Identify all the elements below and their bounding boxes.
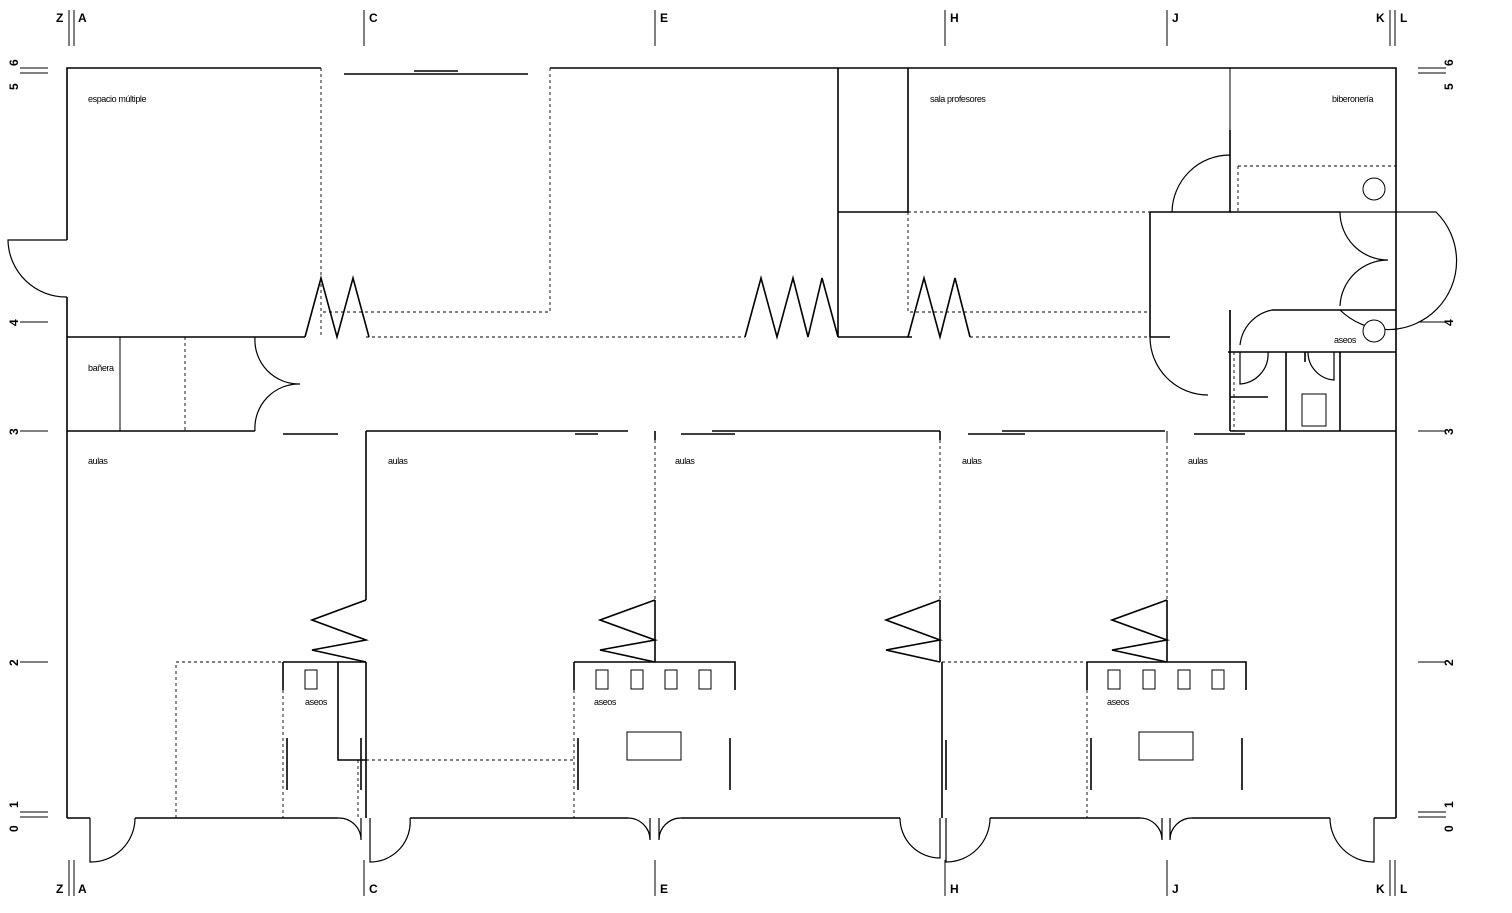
grid-col-label-c-bottom: C bbox=[369, 882, 378, 896]
grid-row-label-1-right: 1 bbox=[1442, 801, 1456, 808]
grid-col-label-k-bottom: K bbox=[1376, 882, 1385, 896]
grid-row-label-3-right: 3 bbox=[1442, 428, 1456, 435]
room-label-aulas-4: aulas bbox=[962, 456, 982, 466]
grid-row-label-3-left: 3 bbox=[7, 428, 21, 435]
grid-col-label-l-top: L bbox=[1400, 11, 1407, 25]
sink-aseos-top bbox=[1362, 319, 1386, 343]
grid-col-label-l-bottom: L bbox=[1400, 882, 1407, 896]
interior-walls bbox=[67, 68, 1396, 818]
room-label-aseos-1: aseos bbox=[305, 697, 328, 707]
room-label-aseos-3: aseos bbox=[1107, 697, 1130, 707]
grid-row-label-5-left: 5 bbox=[7, 83, 21, 90]
room-label-aulas-1: aulas bbox=[88, 456, 108, 466]
room-label-aseos-top: aseos bbox=[1334, 335, 1357, 345]
grid-col-label-j-bottom: J bbox=[1172, 882, 1179, 896]
grid-col-label-a-bottom: A bbox=[78, 882, 87, 896]
grid-row-label-0-left: 0 bbox=[7, 825, 21, 832]
dashed-overhead-lines bbox=[175, 68, 1396, 818]
room-label-espacio-multiple: espacio múltiple bbox=[88, 94, 147, 104]
grid-row-label-4-left: 4 bbox=[7, 319, 21, 326]
room-label-sala-profesores: sala profesores bbox=[930, 94, 986, 104]
grid-col-label-c-top: C bbox=[369, 11, 378, 25]
grid-col-label-h-top: H bbox=[950, 11, 959, 25]
room-label-aseos-2: aseos bbox=[594, 697, 617, 707]
grid-row-label-2-left: 2 bbox=[7, 659, 21, 666]
door-swings bbox=[7, 154, 1458, 863]
room-label-aulas-5: aulas bbox=[1188, 456, 1208, 466]
grid-col-label-e-top: E bbox=[660, 11, 668, 25]
folding-partitions bbox=[304, 274, 1171, 663]
thin-partitions bbox=[119, 68, 1231, 440]
grid-col-label-z-bottom: Z bbox=[56, 882, 63, 896]
grid-col-label-a-top: A bbox=[78, 11, 87, 25]
room-label-aulas-3: aulas bbox=[675, 456, 695, 466]
grid-row-label-5-right: 5 bbox=[1442, 83, 1456, 90]
grid-row-label-6-left: 6 bbox=[7, 59, 21, 66]
exterior-walls bbox=[66, 67, 1397, 819]
grid-col-label-z-top: Z bbox=[56, 11, 63, 25]
grid-row-label-1-left: 1 bbox=[7, 801, 21, 808]
grid-row-label-6-right: 6 bbox=[1442, 59, 1456, 66]
room-label-aulas-2: aulas bbox=[388, 456, 408, 466]
sink-biberoneria bbox=[1362, 177, 1386, 201]
sink-fixtures bbox=[1301, 177, 1386, 427]
grid-col-label-h-bottom: H bbox=[950, 882, 959, 896]
toilet-fixtures bbox=[304, 669, 1225, 761]
grid-row-label-2-right: 2 bbox=[1442, 659, 1456, 666]
grid-col-label-k-top: K bbox=[1376, 11, 1385, 25]
room-label-biberoneria: biberonería bbox=[1332, 94, 1374, 104]
grid-row-label-0-right: 0 bbox=[1442, 825, 1456, 832]
grid-col-label-e-bottom: E bbox=[660, 882, 668, 896]
room-label-banera: bañera bbox=[88, 363, 114, 373]
grid-axis-marks bbox=[20, 10, 1446, 896]
grid-row-label-4-right: 4 bbox=[1442, 319, 1456, 326]
grid-col-label-j-top: J bbox=[1172, 11, 1179, 25]
